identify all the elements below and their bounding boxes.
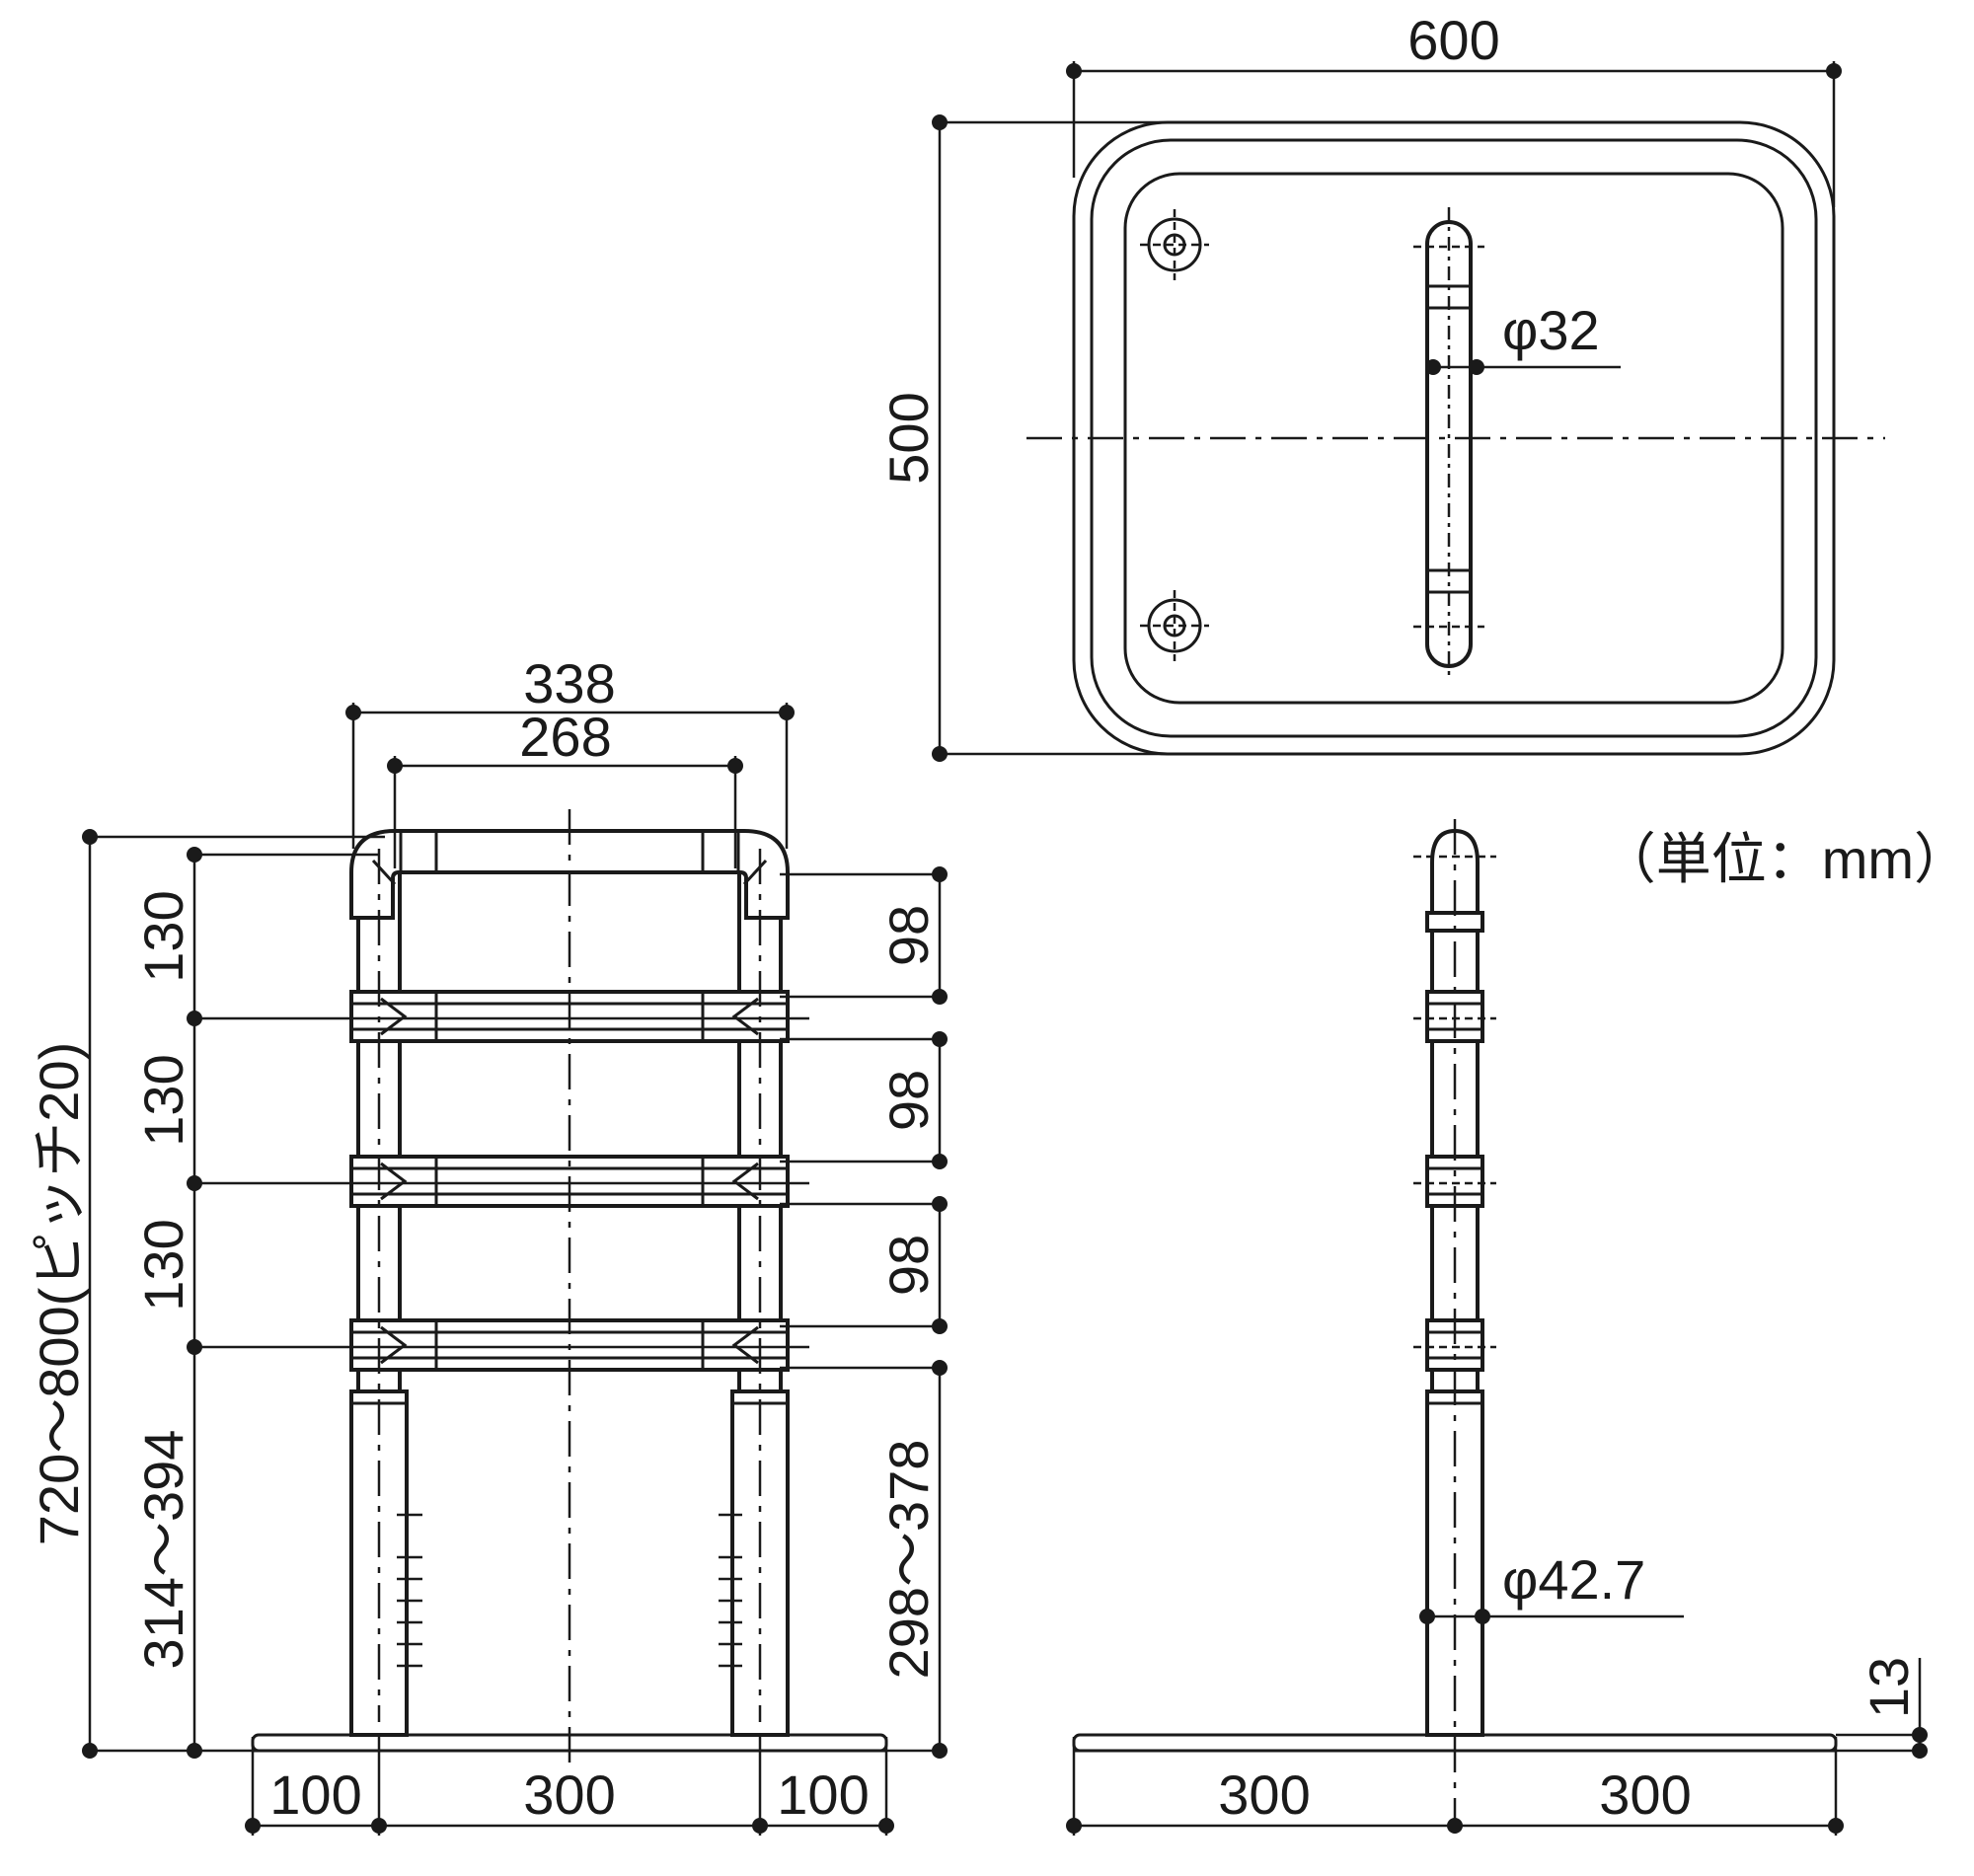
dim-phi32-label: φ32 xyxy=(1502,299,1600,361)
dim-500: 500 xyxy=(877,114,1184,762)
dim-500-label: 500 xyxy=(877,392,940,484)
dim-side-base-right: 300 xyxy=(1599,1763,1691,1826)
dim-left-chain: 130 130 130 314～394 xyxy=(132,847,809,1759)
dim-600-label: 600 xyxy=(1407,9,1499,71)
dim-right-98-2: 98 xyxy=(877,1070,940,1131)
dim-268: 268 xyxy=(387,706,743,868)
dim-left-130-2: 130 xyxy=(132,1054,194,1146)
front-top-rail xyxy=(349,829,790,920)
front-right-upper-pipe xyxy=(737,866,783,1393)
dim-268-label: 268 xyxy=(519,706,611,768)
dim-13: 13 xyxy=(1836,1657,1928,1759)
side-view: φ42.7 13 300 300 xyxy=(1066,819,1928,1836)
dim-front-base-center: 300 xyxy=(523,1763,615,1826)
dim-side-base-left: 300 xyxy=(1218,1763,1310,1826)
dim-total-height-label: 720～800(ピッチ20) xyxy=(28,1042,90,1545)
adjustment-scale-left xyxy=(397,1513,422,1668)
dim-left-lower: 314～394 xyxy=(132,1430,194,1670)
mounting-hole-top xyxy=(1140,209,1209,280)
mounting-hole-bottom xyxy=(1140,590,1209,661)
dim-phi42: φ42.7 xyxy=(1419,1548,1684,1624)
dim-right-lower: 298～378 xyxy=(877,1440,940,1680)
dim-front-base: 100 300 100 xyxy=(245,1737,894,1836)
dim-phi32: φ32 xyxy=(1425,299,1621,375)
dim-front-base-left: 100 xyxy=(269,1763,361,1826)
top-view: 600 500 φ32 xyxy=(877,9,1885,762)
unit-note: （単位：mm） xyxy=(1601,828,1969,890)
adjustment-scale-right xyxy=(719,1513,742,1668)
dim-phi42-label: φ42.7 xyxy=(1502,1548,1645,1611)
dim-left-130-1: 130 xyxy=(132,890,194,982)
dim-right-chain: 98 98 98 298～378 xyxy=(780,866,948,1759)
top-view-rail xyxy=(1413,207,1484,681)
dim-338: 338 xyxy=(345,652,795,849)
front-left-post xyxy=(349,1389,409,1737)
dim-600: 600 xyxy=(1066,9,1842,207)
dim-side-base: 300 300 xyxy=(1066,1737,1844,1836)
front-right-post xyxy=(730,1389,790,1737)
dim-left-130-3: 130 xyxy=(132,1219,194,1311)
dim-right-98-1: 98 xyxy=(877,905,940,966)
dim-13-label: 13 xyxy=(1858,1657,1920,1718)
dim-total-height: 720～800(ピッチ20) xyxy=(28,829,385,1759)
front-left-upper-pipe xyxy=(356,866,402,1393)
dim-front-base-right: 100 xyxy=(777,1763,869,1826)
dim-338-label: 338 xyxy=(523,652,615,714)
dim-right-98-3: 98 xyxy=(877,1235,940,1296)
front-view: 338 268 720～800(ピッチ20) xyxy=(28,652,948,1836)
